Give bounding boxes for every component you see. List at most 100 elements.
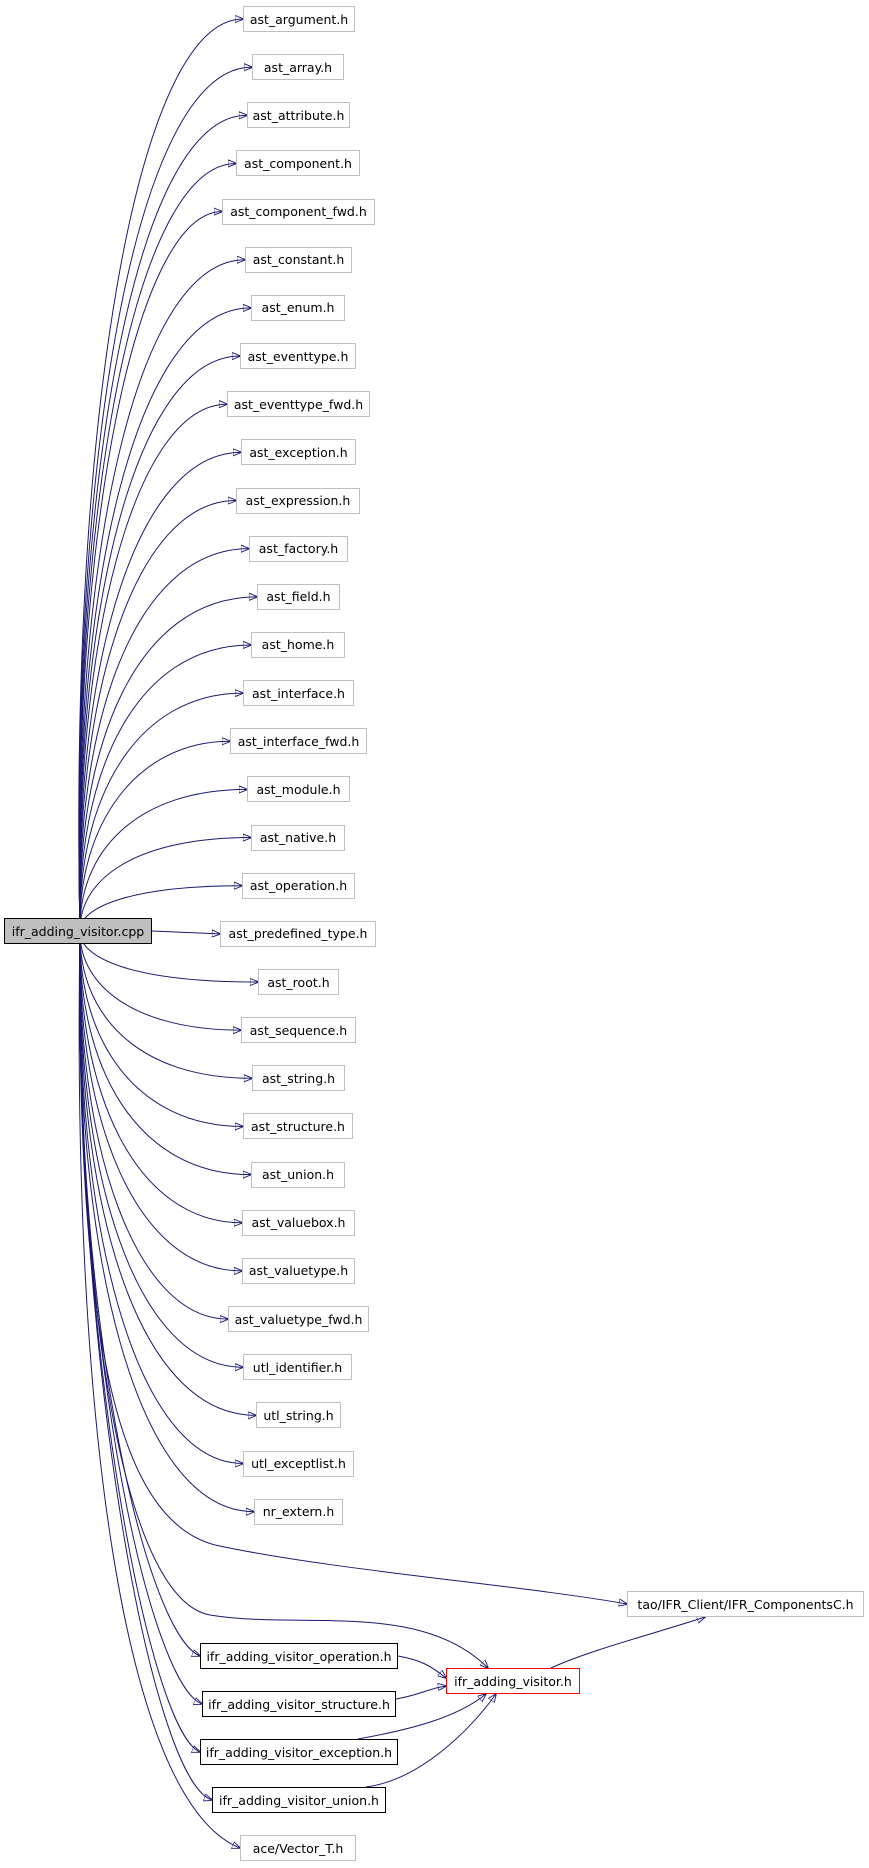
node-ast-predefined-type-h[interactable]: ast_predefined_type.h	[220, 920, 376, 947]
node-ast-valuetype-fwd-h[interactable]: ast_valuetype_fwd.h	[228, 1306, 369, 1333]
edge-root-to-ast-expression-h	[79, 501, 236, 932]
node-label: ast_expression.h	[245, 493, 351, 508]
edge-root-to-ast-native-h	[79, 838, 251, 932]
node-tao-ifr-client-ifr-componentsc-h[interactable]: tao/IFR_Client/IFR_ComponentsC.h	[627, 1591, 864, 1617]
node-ast-interface-h[interactable]: ast_interface.h	[243, 680, 354, 707]
node-label: utl_string.h	[263, 1407, 334, 1423]
node-ifr-adding-visitor-union-h[interactable]: ifr_adding_visitor_union.h	[212, 1787, 386, 1813]
node-ast-constant-h[interactable]: ast_constant.h	[245, 246, 352, 273]
node-label: ast_string.h	[261, 1070, 336, 1086]
edge-ifr-adding-visitor-operation-h-to-visitor-header	[397, 1655, 446, 1678]
node-label: ast_component.h	[244, 155, 352, 171]
edge-root-to-ast-sequence-h	[79, 930, 241, 1030]
node-utl-string-h[interactable]: utl_string.h	[256, 1402, 341, 1429]
node-label: ifr_adding_visitor_exception.h	[205, 1744, 393, 1760]
edge-root-to-ast-valuebox-h	[79, 930, 242, 1223]
node-ast-eventtype-fwd-h[interactable]: ast_eventtype_fwd.h	[227, 391, 370, 418]
node-label: ast_sequence.h	[249, 1022, 348, 1038]
node-ast-valuetype-h[interactable]: ast_valuetype.h	[242, 1257, 355, 1284]
node-label: ast_attribute.h	[252, 107, 345, 123]
node-ast-module-h[interactable]: ast_module.h	[247, 776, 350, 803]
node-label: ifr_adding_visitor.cpp	[11, 923, 145, 939]
node-label: ast_valuetype_fwd.h	[234, 1311, 363, 1327]
edge-root-to-ast-enum-h	[78, 308, 251, 932]
edge-root-to-ifr-adding-visitor-union-h	[79, 930, 212, 1800]
edge-root-to-ast-array-h	[78, 67, 252, 932]
edge-ifr-adding-visitor-exception-h-to-visitor-header	[357, 1694, 486, 1740]
node-ast-array-h[interactable]: ast_array.h	[252, 54, 344, 81]
edge-root-to-ast-string-h	[79, 930, 252, 1078]
edge-root-to-ast-predefined-type-h	[151, 931, 220, 934]
edge-ifr-adding-visitor-union-h-to-visitor-header	[365, 1694, 496, 1788]
node-label: utl_exceptlist.h	[251, 1456, 346, 1471]
node-ast-attribute-h[interactable]: ast_attribute.h	[247, 102, 350, 129]
node-ast-argument-h[interactable]: ast_argument.h	[243, 6, 355, 32]
edge-root-to-ifr-adding-visitor-structure-h	[79, 930, 202, 1704]
edge-root-to-ast-structure-h	[79, 930, 243, 1126]
edge-ifr-adding-visitor-structure-h-to-visitor-header	[395, 1686, 446, 1700]
edge-root-to-ast-home-h	[79, 645, 251, 932]
node-ast-union-h[interactable]: ast_union.h	[251, 1161, 345, 1188]
node-ast-eventtype-h[interactable]: ast_eventtype.h	[240, 343, 356, 370]
node-label: ast_eventtype.h	[247, 348, 349, 364]
edge-root-to-utl-string-h	[79, 930, 256, 1415]
edge-root-to-ast-field-h	[79, 597, 257, 932]
node-label: ifr_adding_visitor_operation.h	[206, 1648, 392, 1664]
node-label: ast_interface_fwd.h	[237, 733, 360, 749]
node-label: ast_exception.h	[249, 444, 348, 460]
edge-root-to-ast-valuetype-fwd-h	[79, 930, 228, 1319]
node-ast-structure-h[interactable]: ast_structure.h	[243, 1113, 353, 1140]
node-utl-identifier-h[interactable]: utl_identifier.h	[243, 1354, 352, 1381]
node-label: tao/IFR_Client/IFR_ComponentsC.h	[637, 1596, 854, 1612]
node-label: utl_identifier.h	[252, 1359, 343, 1375]
edge-root-to-ast-attribute-h	[78, 115, 247, 932]
node-ast-enum-h[interactable]: ast_enum.h	[251, 294, 345, 321]
node-ast-interface-fwd-h[interactable]: ast_interface_fwd.h	[230, 728, 367, 755]
node-ast-operation-h[interactable]: ast_operation.h	[242, 872, 355, 899]
node-label: ifr_adding_visitor.h	[454, 1673, 572, 1689]
node-ifr-adding-visitor-h[interactable]: ifr_adding_visitor.h	[446, 1668, 580, 1694]
node-nr-extern-h[interactable]: nr_extern.h	[254, 1498, 343, 1525]
node-ast-home-h[interactable]: ast_home.h	[251, 631, 345, 658]
node-ast-valuebox-h[interactable]: ast_valuebox.h	[242, 1209, 355, 1236]
edge-root-to-ast-interface-fwd-h	[79, 741, 230, 932]
node-ast-component-fwd-h[interactable]: ast_component_fwd.h	[222, 198, 375, 225]
node-ast-string-h[interactable]: ast_string.h	[252, 1065, 345, 1092]
node-label: ast_enum.h	[261, 300, 335, 316]
node-label: ast_union.h	[261, 1167, 335, 1183]
node-label: ast_argument.h	[249, 11, 349, 27]
edge-root-to-ast-constant-h	[78, 260, 245, 932]
node-label: ast_root.h	[267, 974, 330, 990]
node-label: ast_eventtype_fwd.h	[233, 396, 364, 412]
node-label: ast_valuetype.h	[248, 1263, 349, 1279]
node-ace-vector-t-h[interactable]: ace/Vector_T.h	[240, 1835, 356, 1861]
edge-root-to-ast-component-fwd-h	[78, 212, 222, 932]
node-ast-native-h[interactable]: ast_native.h	[251, 824, 345, 851]
node-ast-root-h[interactable]: ast_root.h	[258, 969, 339, 995]
node-label: ast_structure.h	[251, 1118, 345, 1134]
node-ifr-adding-visitor-exception-h[interactable]: ifr_adding_visitor_exception.h	[200, 1739, 398, 1765]
node-label: ifr_adding_visitor_union.h	[219, 1792, 379, 1808]
edge-root-to-ast-module-h	[79, 789, 247, 932]
node-utl-exceptlist-h[interactable]: utl_exceptlist.h	[243, 1450, 354, 1477]
edge-root-to-ast-factory-h	[79, 549, 249, 932]
node-ast-sequence-h[interactable]: ast_sequence.h	[241, 1017, 356, 1044]
root-node-ifr-adding-visitor-cpp[interactable]: ifr_adding_visitor.cpp	[4, 918, 152, 944]
node-label: ast_operation.h	[249, 878, 348, 894]
node-ast-expression-h[interactable]: ast_expression.h	[236, 487, 360, 514]
node-label: nr_extern.h	[262, 1504, 335, 1520]
node-ast-factory-h[interactable]: ast_factory.h	[249, 535, 348, 562]
node-label: ast_valuebox.h	[251, 1215, 346, 1231]
node-label: ifr_adding_visitor_structure.h	[208, 1696, 390, 1712]
edge-root-to-utl-identifier-h	[79, 930, 243, 1367]
node-ast-field-h[interactable]: ast_field.h	[257, 583, 340, 610]
node-ast-exception-h[interactable]: ast_exception.h	[241, 439, 356, 466]
node-ifr-adding-visitor-operation-h[interactable]: ifr_adding_visitor_operation.h	[200, 1643, 398, 1669]
node-ast-component-h[interactable]: ast_component.h	[236, 150, 360, 177]
edge-visitor-header-to-components-header	[550, 1617, 705, 1669]
edge-root-to-ast-interface-h	[79, 693, 243, 932]
edge-root-to-ast-union-h	[79, 930, 251, 1175]
edge-root-to-vector-header	[78, 930, 240, 1848]
node-ifr-adding-visitor-structure-h[interactable]: ifr_adding_visitor_structure.h	[202, 1691, 396, 1717]
